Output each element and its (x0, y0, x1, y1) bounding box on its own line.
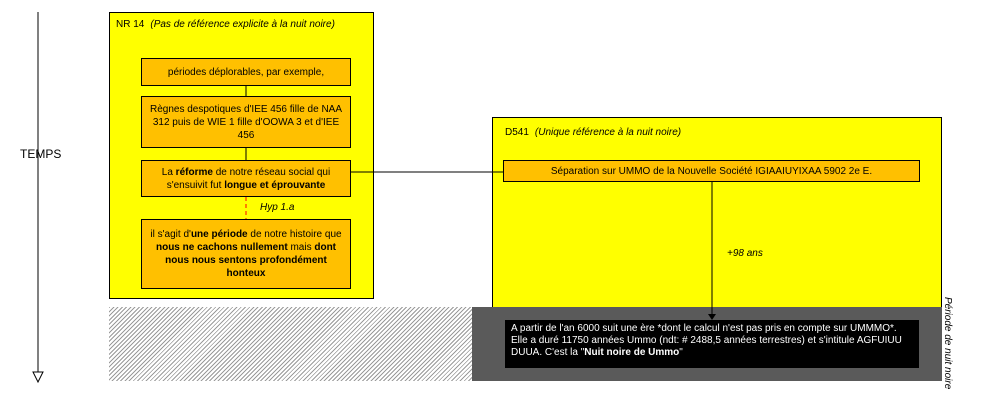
nr14-note: (Pas de référence explicite à la nuit no… (150, 19, 335, 30)
nr14-id: NR 14 (116, 19, 145, 30)
band-label: Période de nuit noire (942, 297, 953, 390)
d541-panel (492, 117, 942, 307)
honte-text: il s'agit d'une période de notre histoir… (150, 229, 342, 279)
time-axis-label: TEMPS (20, 147, 62, 161)
nr14-node-honte: il s'agit d'une période de notre histoir… (141, 219, 351, 289)
d541-title: D541 (Unique référence à la nuit noire) (505, 127, 681, 138)
nr14-node-reforme: La réforme de notre réseau social qui s'… (141, 160, 351, 197)
d541-note: (Unique référence à la nuit noire) (534, 127, 682, 138)
years-label: +98 ans (727, 248, 763, 259)
d541-id: D541 (505, 127, 529, 138)
d541-node-separation: Séparation sur UMMO de la Nouvelle Socié… (503, 160, 920, 182)
hyp-label: Hyp 1.a (260, 202, 295, 213)
nuit-noire-box: A partir de l'an 6000 suit une ère *dont… (505, 320, 919, 368)
nr14-node-regnes: Règnes despotiques d'IEE 456 fille de NA… (141, 96, 351, 148)
reforme-text: La réforme de notre réseau social qui s'… (161, 166, 331, 191)
nr14-title: NR 14 (Pas de référence explicite à la nu… (116, 19, 335, 30)
time-axis-arrow (32, 371, 44, 384)
night-band-hatched (109, 307, 473, 381)
nr14-node-periodes: périodes déplorables, par exemple, (141, 58, 351, 86)
